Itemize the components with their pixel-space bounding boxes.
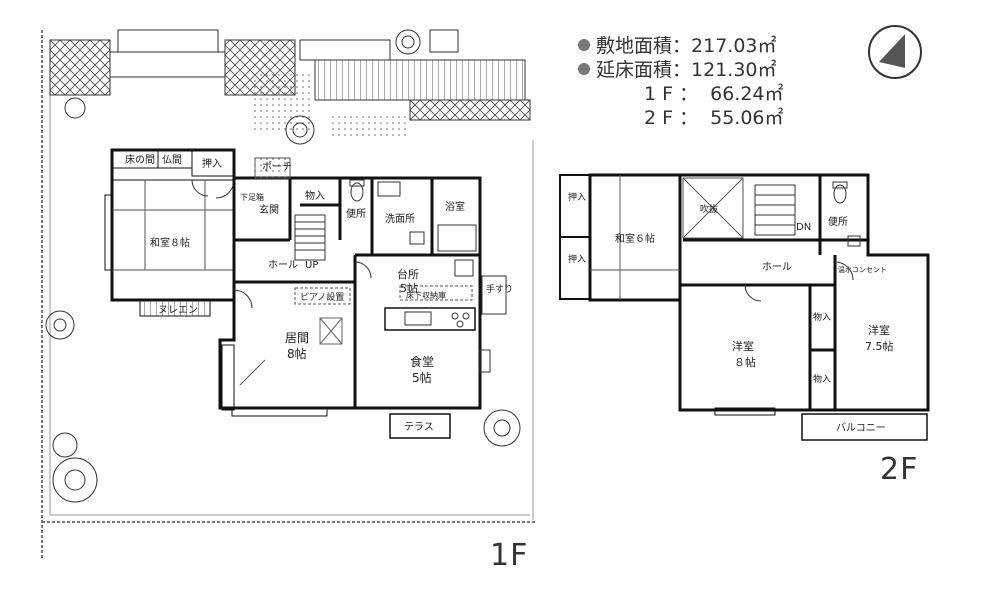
floor1-label: 1F [490,538,529,573]
stairs-1f [294,214,326,261]
genkan-label: 玄関 [259,203,279,216]
site-area-value: 217.03㎡ [691,35,777,57]
f1-area-value: 66.24㎡ [710,83,784,105]
yoshitsu1-name: 洋室 [732,339,754,353]
house-outline-2f [588,173,930,412]
oshiire-label: 押入 [202,157,222,170]
f2-storage2: 物入 [813,373,831,385]
f2-hall-label: ホール [762,261,792,273]
f1-area-label: 1 F ： [644,83,699,105]
butsuma-label: 仏間 [162,154,182,166]
f2-storage1: 物入 [813,311,831,323]
north-arrow-icon [868,25,922,79]
floor-area-label: 延床面積： [596,59,692,81]
f2-oshiire2: 押入 [568,253,586,265]
toilet-icon [832,181,848,204]
dn-label: DN [796,222,811,233]
site-area-row: 敷地面積：217.03㎡ [578,34,878,58]
floor1-plan: 床の間 仏間 押入 和室８帖 ヌレエン ポーチ 物入 玄関 下足箱 ホール UP… [41,29,535,560]
kitchen-size: 5帖 [400,282,418,295]
toilet-label: 便所 [346,207,366,220]
shoebox-label: 下足箱 [240,192,264,202]
floor2-label: 2F [880,452,919,487]
handrail-label: 手すり [486,283,513,295]
stairs-2f [754,184,796,236]
outlet-label: 温水コンセント [838,265,887,274]
f2-oshiire1: 押入 [568,191,586,203]
terrace-label: テラス [404,421,434,433]
toilet-icon [349,179,365,202]
washroom-label: 洗面所 [385,213,415,225]
washitsu-8-room: 床の間 仏間 押入 和室８帖 ヌレエン [110,148,236,317]
up-label: UP [305,260,318,271]
floor-area-row: 延床面積：121.30㎡ [578,58,878,82]
yoshitsu2-size: 7.5帖 [865,340,894,353]
underfloor-label: 床下収納庫 [406,290,446,300]
tree-icon [45,29,521,503]
ima-name: 居間 [285,331,309,345]
hall-label: ホール [268,259,298,271]
f2-area-value: 55.06㎡ [710,107,784,129]
f2-toilet-label: 便所 [828,215,848,228]
kitchen-name: 台所 [397,267,419,281]
storage-label: 物入 [305,189,325,202]
f2-washitsu-label: 和室６帖 [615,232,655,245]
dining-name: 食堂 [410,354,434,369]
fukinuke-label: 吹抜 [700,203,718,215]
nure-label: ヌレエン [158,305,198,316]
yoshitsu1-size: ８帖 [734,356,756,369]
ima-size: 8帖 [287,346,307,361]
piano-label: ピアノ設置 [300,291,344,303]
washitsu-6-room [590,175,680,300]
bullet-icon [578,39,590,51]
porch-label: ポーチ [262,161,292,173]
site-summary: 敷地面積：217.03㎡ 延床面積：121.30㎡ 1 F ： 66.24㎡ 2 … [578,34,878,130]
dining-size: 5帖 [412,370,432,385]
windows-1f [104,194,328,417]
house-outline-1f [218,176,482,410]
site-area-label: 敷地面積： [596,35,692,57]
balcony-label: バルコニー [836,422,886,434]
bath-label: 浴室 [445,200,465,213]
washitsu-label: 和室８帖 [150,236,190,249]
floor2-plan: 押入 押入 和室６帖 吹抜 DN 便所 ホール 温水コンセント 洋室 ８帖 物入… [559,173,930,441]
garden-fence [49,29,531,140]
yoshitsu2-name: 洋室 [868,323,890,337]
bullet-icon [578,63,590,75]
site-boundary [41,30,535,560]
f2-area-row: 2 F ： 55.06㎡ [578,106,878,130]
f2-area-label: 2 F ： [644,107,699,129]
floor-area-value: 121.30㎡ [691,59,777,81]
f1-area-row: 1 F ： 66.24㎡ [578,82,878,106]
tokonoma-label: 床の間 [125,153,155,166]
